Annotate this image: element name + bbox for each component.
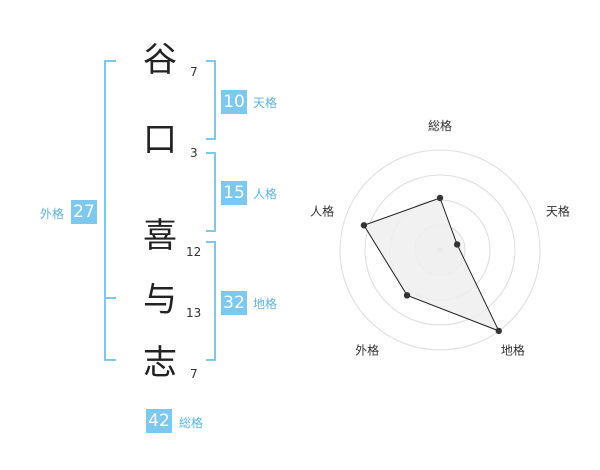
gaikaku-bracket bbox=[104, 60, 116, 361]
soukaku-label: 総格 bbox=[179, 416, 204, 430]
radar-axis-label-5: 人格 bbox=[310, 204, 334, 219]
chikaku-bracket bbox=[206, 241, 216, 361]
tenkaku-badge: 10 bbox=[221, 90, 247, 114]
stroke-count-3: 12 bbox=[186, 245, 202, 259]
radar-axis-label-2: 天格 bbox=[546, 204, 570, 219]
name-char-1: 谷 bbox=[143, 40, 177, 80]
radar-axis-label-1: 総格 bbox=[428, 118, 452, 133]
radar-axis-label-4: 外格 bbox=[355, 342, 379, 357]
radar-axis-label-3: 地格 bbox=[501, 342, 525, 357]
stroke-count-5: 7 bbox=[190, 367, 198, 381]
radar-points bbox=[360, 194, 502, 335]
soukaku-badge: 42 bbox=[146, 409, 172, 433]
jinkaku-label: 人格 bbox=[253, 187, 278, 201]
radar-polygon bbox=[363, 197, 500, 332]
name-char-2: 口 bbox=[143, 120, 177, 160]
tenkaku-label: 天格 bbox=[253, 96, 278, 110]
radar-point-3 bbox=[495, 327, 502, 335]
jinkaku-bracket bbox=[206, 152, 216, 232]
stroke-count-4: 13 bbox=[186, 306, 202, 320]
radar-point-5 bbox=[360, 222, 368, 229]
radar-point-4 bbox=[403, 292, 411, 299]
name-char-3: 喜 bbox=[143, 216, 177, 256]
radar-ring-4 bbox=[339, 149, 541, 351]
radar-point-2 bbox=[453, 241, 461, 248]
radar-point-1 bbox=[436, 194, 444, 202]
stroke-count-1: 7 bbox=[190, 65, 198, 79]
gaikaku-bracket-divider bbox=[104, 297, 116, 299]
chikaku-label: 地格 bbox=[253, 297, 278, 311]
gaikaku-badge: 27 bbox=[71, 200, 97, 224]
gaikaku-label: 外格 bbox=[40, 207, 65, 221]
chikaku-badge: 32 bbox=[221, 291, 247, 315]
name-char-5: 志 bbox=[143, 343, 177, 383]
name-char-4: 与 bbox=[143, 280, 177, 320]
tenkaku-bracket bbox=[206, 60, 216, 140]
jinkaku-badge: 15 bbox=[221, 181, 247, 205]
stroke-count-2: 3 bbox=[190, 146, 198, 160]
radar-ring-3 bbox=[364, 174, 516, 326]
